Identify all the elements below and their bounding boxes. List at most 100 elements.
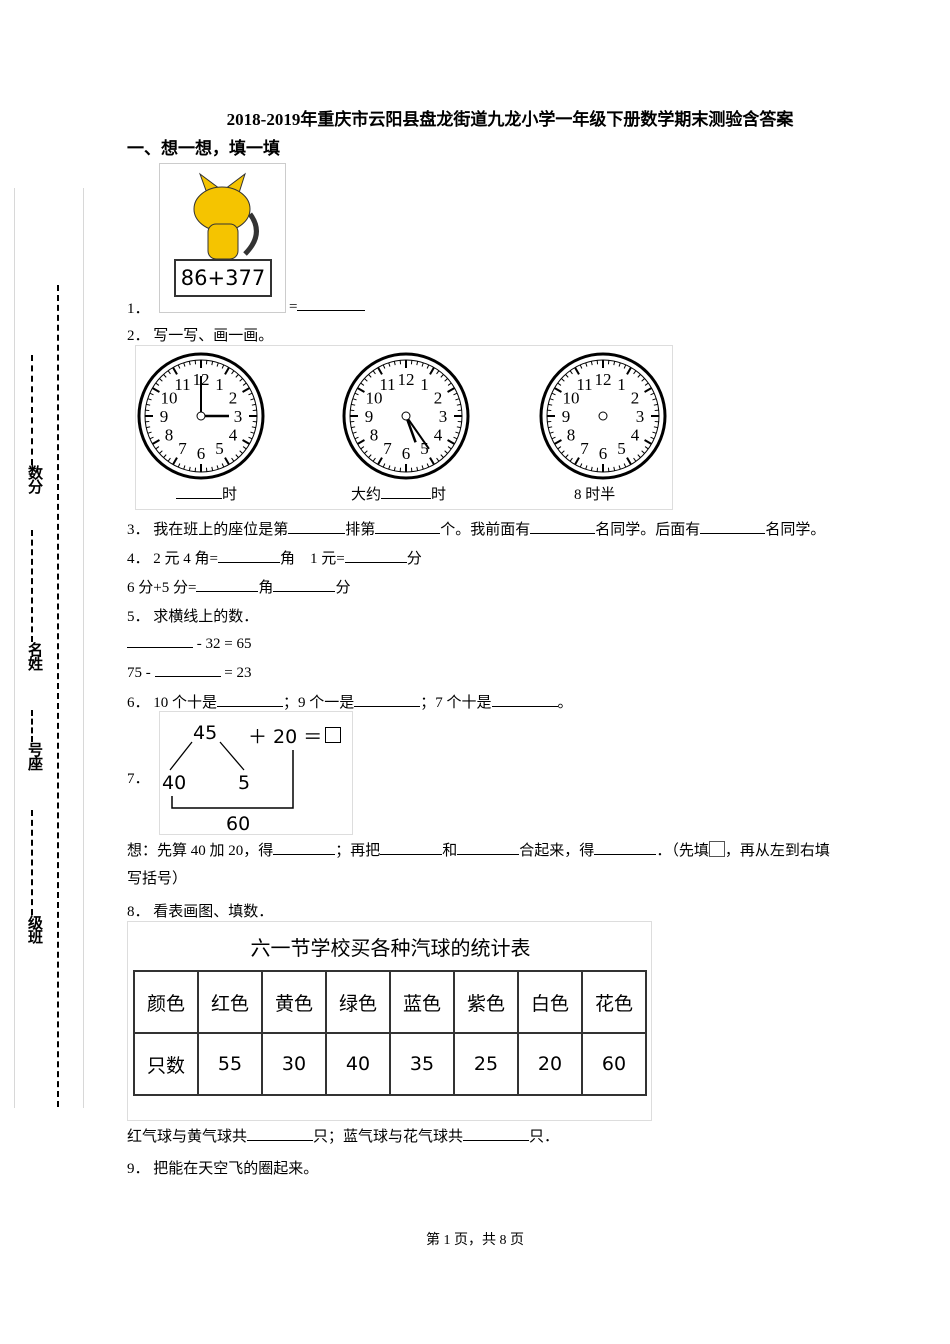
count-cell: 20 [517,1032,583,1096]
blank[interactable] [273,841,336,855]
clock-number: 2 [631,389,640,408]
blank[interactable] [273,578,336,592]
clock-number: 7 [580,439,589,458]
count-cell: 30 [261,1032,327,1096]
color-header: 红色 [197,970,263,1034]
blank[interactable] [247,1127,314,1141]
clock-number: 2 [229,389,238,408]
clock-number: 1 [215,375,224,394]
blank[interactable] [380,841,443,855]
clock-number: 2 [434,389,443,408]
q7-hint: 想：先算 40 加 20，得；再把和合起来，得．（先填，再从左到右填 [127,841,830,859]
answer-blank[interactable] [297,297,366,311]
q1-number: 1． [127,301,150,317]
clock-number: 12 [595,370,612,389]
color-header: 蓝色 [389,970,455,1034]
fox-icon [193,172,259,260]
blank[interactable] [530,520,596,534]
q8-text: 8． 看表画图、填数． [127,904,274,920]
q9-text: 9． 把能在天空飞的圈起来。 [127,1161,319,1177]
clock-number: 5 [617,439,626,458]
blank[interactable] [700,520,766,534]
color-header: 颜色 [133,970,199,1034]
blank[interactable] [127,634,193,648]
clock-number: 6 [599,444,608,463]
square-icon [708,841,725,857]
hour-hand [404,415,417,443]
blank[interactable] [217,549,280,563]
clock-number: 4 [434,426,443,445]
q7-number: 7． [127,771,150,787]
blank[interactable] [196,578,259,592]
equals: = [289,299,298,315]
clock-number: 9 [160,407,169,426]
blank[interactable] [594,841,657,855]
count-cell: 40 [325,1032,391,1096]
clock-number: 5 [420,439,429,458]
blank[interactable] [463,1127,530,1141]
count-cell: 55 [197,1032,263,1096]
q5-eq1: - 32 = 65 [127,634,251,653]
clock-number: 1 [420,375,429,394]
margin-line [83,188,84,1108]
clock-number: 11 [379,375,395,394]
blank[interactable] [217,693,284,707]
q5-text: 5． 求横线上的数． [127,609,259,625]
clock-number: 11 [576,375,592,394]
clock-number: 10 [562,389,579,408]
color-header: 白色 [517,970,583,1034]
clock-number: 11 [174,375,190,394]
q3-text: 3． 我在班上的座位是第排第个。我前面有名同学。后面有名同学。 [127,520,826,538]
page-title: 2018-2019年重庆市云阳县盘龙街道九龙小学一年级下册数学期末测验含答案 [226,110,794,129]
margin-line [14,188,15,1108]
clock-number: 6 [197,444,206,463]
blank[interactable] [491,693,558,707]
clock-number: 7 [383,439,392,458]
num-40: 40 [162,772,187,794]
minute-hand [405,415,430,450]
count-cell: 60 [581,1032,647,1096]
plus-20: ＋ 20 ＝ [248,722,342,749]
count-cell: 只数 [133,1032,199,1096]
q4-line2: 6 分+5 分=角分 [127,578,351,596]
expression-sign: 86+377 [174,259,272,297]
num-60: 60 [226,813,251,835]
split-lines [169,741,294,809]
table-title: 六一节学校买各种汽球的统计表 [250,936,531,960]
blank[interactable] [354,693,421,707]
blank[interactable] [457,841,520,855]
fox-image: 86+377 [159,163,286,313]
seat-label: 号座 [26,742,44,770]
clock-number: 10 [160,389,177,408]
q4-line1: 4． 2 元 4 角=角 1 元=分 [127,549,422,567]
fill-line [31,530,33,642]
clock-number: 1 [617,375,626,394]
blank[interactable] [288,520,346,534]
clock3-label: 8 时半 [574,487,616,503]
fill-line [31,710,33,742]
clock-number: 8 [370,426,379,445]
clock-number: 5 [215,439,224,458]
color-header: 黄色 [261,970,327,1034]
blank[interactable] [344,549,407,563]
clock2-label: 大约时 [351,487,447,503]
q8-question: 红气球与黄气球共只；蓝气球与花气球共只． [127,1127,560,1145]
clock-number: 6 [402,444,411,463]
clock-number: 4 [229,426,238,445]
blank[interactable] [154,663,221,677]
blank[interactable] [375,520,441,534]
clock-number: 12 [398,370,415,389]
clock-number: 9 [562,407,571,426]
count-cell: 25 [453,1032,519,1096]
page-footer: 第 1 页，共 8 页 [426,1233,524,1248]
clock-number: 3 [234,407,243,426]
clock-number: 8 [567,426,576,445]
clock-number: 3 [439,407,448,426]
